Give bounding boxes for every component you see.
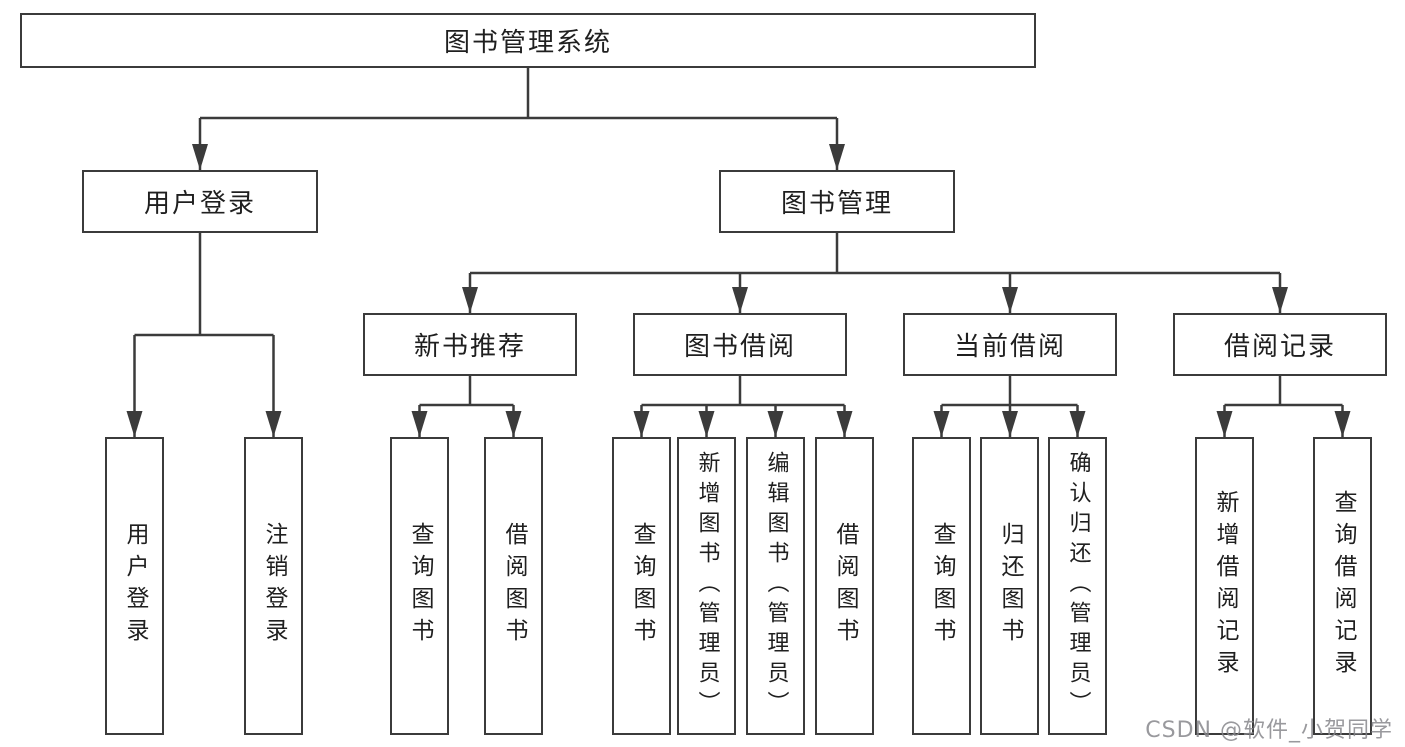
node-leaf-user-login: 用户登录 bbox=[105, 437, 164, 735]
node-leaf-borrow-edit-admin: 编辑图书（管理员） bbox=[746, 437, 805, 735]
node-book-management: 图书管理 bbox=[719, 170, 955, 233]
node-leaf-logout: 注销登录 bbox=[244, 437, 303, 735]
node-leaf-borrow-add-admin: 新增图书（管理员） bbox=[677, 437, 736, 735]
node-leaf-record-query: 查询借阅记录 bbox=[1313, 437, 1372, 735]
node-leaf-newbook-query: 查询图书 bbox=[390, 437, 449, 735]
node-user-login: 用户登录 bbox=[82, 170, 318, 233]
node-leaf-current-confirm-admin: 确认归还（管理员） bbox=[1048, 437, 1107, 735]
node-leaf-newbook-borrow: 借阅图书 bbox=[484, 437, 543, 735]
arrowheads bbox=[126, 144, 1351, 437]
node-leaf-current-query: 查询图书 bbox=[912, 437, 971, 735]
node-current-borrow: 当前借阅 bbox=[903, 313, 1117, 376]
node-borrow-record: 借阅记录 bbox=[1173, 313, 1387, 376]
node-leaf-borrow-query: 查询图书 bbox=[612, 437, 671, 735]
node-library-system: 图书管理系统 bbox=[20, 13, 1036, 68]
node-leaf-borrow-borrow: 借阅图书 bbox=[815, 437, 874, 735]
node-leaf-current-return: 归还图书 bbox=[980, 437, 1039, 735]
node-leaf-record-add: 新增借阅记录 bbox=[1195, 437, 1254, 735]
node-new-book-recommend: 新书推荐 bbox=[363, 313, 577, 376]
csdn-watermark: CSDN @软件_小贺同学 bbox=[1145, 718, 1393, 743]
node-book-borrow: 图书借阅 bbox=[633, 313, 847, 376]
